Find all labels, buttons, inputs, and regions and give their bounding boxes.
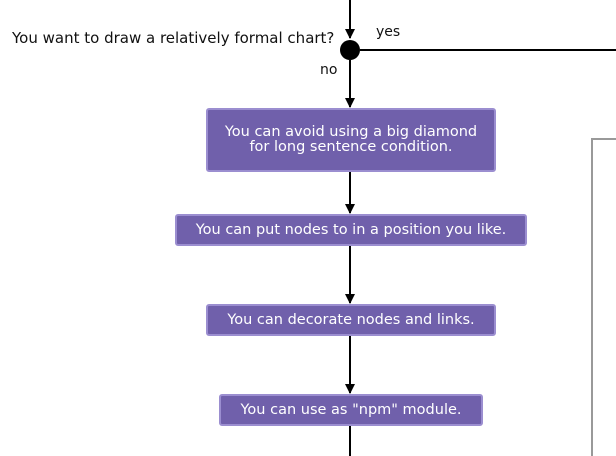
no-label: no <box>320 62 338 78</box>
flow-node-avoid-diamond-line1: You can avoid using a big diamond <box>224 124 478 140</box>
flow-node-decorate-text: You can decorate nodes and links. <box>227 311 475 328</box>
side-box-edge <box>591 138 616 456</box>
flow-node-position-nodes: You can put nodes to in a position you l… <box>175 214 527 246</box>
flow-node-avoid-diamond-line2: for long sentence condition. <box>249 139 453 155</box>
flow-node-decorate: You can decorate nodes and links. <box>206 304 496 336</box>
flow-node-npm-module: You can use as "npm" module. <box>219 394 483 426</box>
flow-node-position-nodes-text: You can put nodes to in a position you l… <box>195 221 507 238</box>
decision-point <box>340 40 360 60</box>
decision-question: You want to draw a relatively formal cha… <box>12 29 335 47</box>
flow-node-npm-module-text: You can use as "npm" module. <box>240 401 462 418</box>
yes-label: yes <box>376 24 401 40</box>
flow-node-avoid-diamond: You can avoid using a big diamond for lo… <box>206 108 496 172</box>
